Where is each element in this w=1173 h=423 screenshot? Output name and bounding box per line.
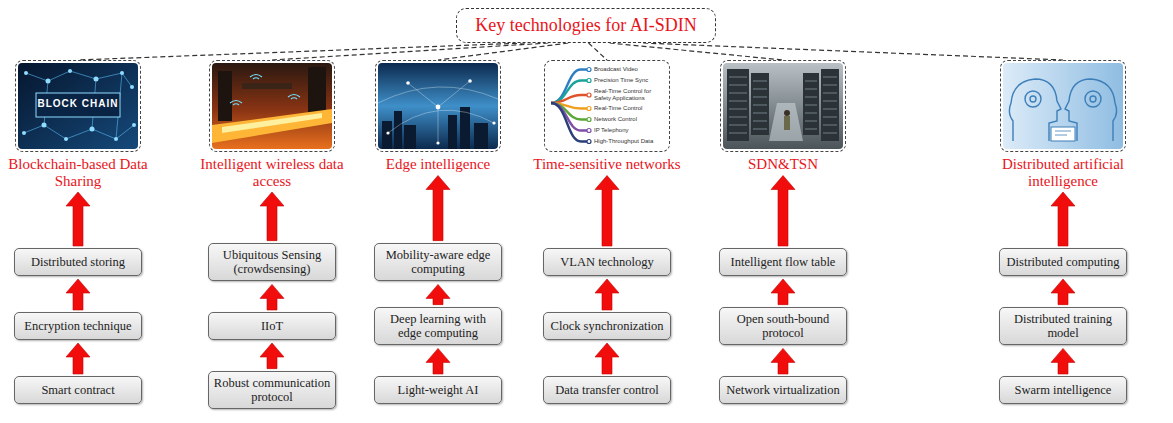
category-label: Distributed artificial intelligence — [989, 156, 1137, 189]
photo-frame — [209, 60, 335, 152]
technology-box: Distributed storing — [14, 248, 142, 276]
diagram-title: Key technologies for AI-SDIN — [475, 15, 696, 36]
category-label: Edge intelligence — [364, 156, 512, 173]
up-arrow — [426, 348, 450, 374]
technology-box: Deep learning with edge computing — [374, 307, 502, 346]
technology-label: Light-weight AI — [379, 383, 497, 397]
dashed-connector — [589, 43, 607, 60]
technology-label: Network virtualization — [724, 383, 842, 397]
blockchain-picture — [18, 63, 138, 149]
factory-picture — [212, 63, 332, 149]
technology-box: Clock synchronization — [543, 312, 671, 340]
up-arrow — [426, 284, 450, 304]
technology-box: Data transfer control — [543, 376, 671, 404]
category-label: Time-sensitive networks — [533, 156, 681, 173]
technology-label: Mobility-aware edge computing — [379, 248, 497, 277]
up-arrow — [66, 279, 90, 310]
picture-label: Real-Time Control — [594, 105, 666, 112]
picture-label: Broadcast Video — [594, 66, 666, 73]
technology-box: Distributed computing — [999, 248, 1127, 276]
dashed-connector — [643, 43, 1063, 60]
photo-frame — [375, 60, 501, 152]
category-label: Blockchain-based Data Sharing — [4, 156, 152, 189]
technology-label: Data transfer control — [548, 383, 666, 397]
technology-label: Distributed computing — [1004, 255, 1122, 269]
category-panel: Blockchain-based Data Sharing — [4, 60, 152, 189]
dashed-connector — [610, 43, 783, 60]
technology-label: Clock synchronization — [548, 319, 666, 333]
up-arrow — [66, 192, 90, 246]
photo-frame — [1000, 60, 1126, 152]
up-arrow — [426, 176, 450, 241]
technology-box: Network virtualization — [719, 376, 847, 404]
up-arrow — [1051, 348, 1075, 374]
technology-label: Open south-bound protocol — [724, 312, 842, 341]
technology-label: Encryption technique — [19, 319, 137, 333]
technology-box: Mobility-aware edge computing — [374, 243, 502, 282]
picture-label: Network Control — [594, 116, 666, 123]
up-arrow — [771, 279, 795, 305]
up-arrow — [595, 176, 619, 247]
category-panel: SDN&TSN — [709, 60, 857, 173]
up-arrow — [260, 192, 284, 241]
technology-box: IIoT — [208, 312, 336, 340]
dashed-connector — [78, 43, 525, 60]
technology-label: Ubiquitous Sensing (crowdsensing) — [213, 248, 331, 277]
up-arrow — [66, 343, 90, 374]
picture-label: Real-Time Control for Safety Application… — [594, 88, 666, 102]
technology-label: Intelligent flow table — [724, 255, 842, 269]
up-arrow — [771, 176, 795, 247]
category-label: SDN&TSN — [709, 156, 857, 173]
up-arrow — [1051, 192, 1075, 246]
technology-label: Robust communication protocol — [213, 376, 331, 405]
technology-box: Encryption technique — [14, 312, 142, 340]
technology-box: Ubiquitous Sensing (crowdsensing) — [208, 243, 336, 282]
technology-label: VLAN technology — [548, 255, 666, 269]
technology-label: Swarm intelligence — [1004, 383, 1122, 397]
up-arrow — [1051, 279, 1075, 305]
up-arrow — [595, 279, 619, 310]
up-arrow — [260, 284, 284, 310]
technology-box: Robust communication protocol — [208, 371, 336, 410]
dashed-connector — [438, 43, 568, 60]
picture-label: IP Telephony — [594, 127, 666, 134]
category-label: Intelligent wireless data access — [198, 156, 346, 189]
picture-label: Precision Time Sync — [594, 77, 666, 84]
ai-heads-picture — [1003, 63, 1123, 149]
category-panel: Intelligent wireless data access — [198, 60, 346, 189]
technology-label: Distributed training model — [1004, 312, 1122, 341]
technology-box: Swarm intelligence — [999, 376, 1127, 404]
tsn-picture — [547, 63, 667, 149]
technology-label: Distributed storing — [19, 255, 137, 269]
technology-label: IIoT — [213, 319, 331, 333]
technology-box: Open south-bound protocol — [719, 307, 847, 346]
server-room-picture — [723, 63, 843, 149]
city-network-picture — [378, 63, 498, 149]
picture-caption: BLOCK CHAIN — [18, 98, 138, 110]
technology-box: Light-weight AI — [374, 376, 502, 404]
dashed-connector — [272, 43, 548, 60]
technology-box: Intelligent flow table — [719, 248, 847, 276]
technology-label: Smart contract — [19, 383, 137, 397]
technology-box: VLAN technology — [543, 248, 671, 276]
technology-box: Smart contract — [14, 376, 142, 404]
title-box: Key technologies for AI-SDIN — [456, 8, 715, 43]
up-arrow — [771, 348, 795, 374]
technology-label: Deep learning with edge computing — [379, 312, 497, 341]
picture-label: High-Throughput Data — [594, 138, 666, 145]
category-panel: Edge intelligence — [364, 60, 512, 173]
up-arrow — [260, 343, 284, 369]
up-arrow — [595, 343, 619, 374]
category-panel: Distributed artificial intelligence — [989, 60, 1137, 189]
photo-frame — [720, 60, 846, 152]
technology-box: Distributed training model — [999, 307, 1127, 346]
